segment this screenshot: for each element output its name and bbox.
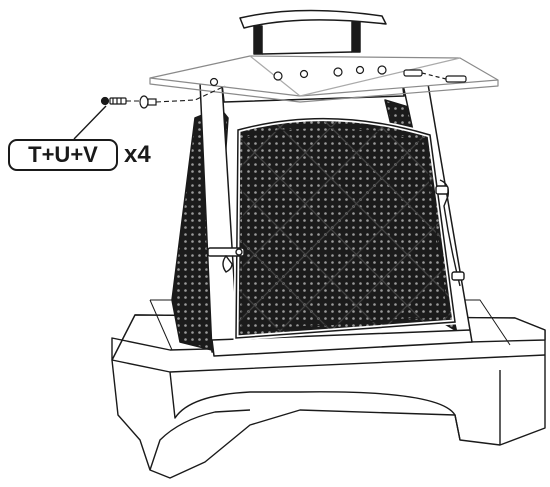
door-hinge [435,179,465,287]
bolt-icon [403,69,467,83]
washer-icon [139,95,157,109]
chimney-cap [239,9,387,55]
roof-bolt-holes [209,65,387,87]
roof-panel [149,55,499,103]
hardware-quantity: x4 [124,141,151,168]
hardware-leader-lines [126,85,226,103]
door-handle [207,247,245,273]
hardware-parts-label: T+U+V [28,142,98,167]
callout-leader [73,105,107,140]
hardware-callout-box: T+U+V [8,139,118,171]
screw-icon [100,96,127,106]
front-mesh-door [233,116,458,341]
